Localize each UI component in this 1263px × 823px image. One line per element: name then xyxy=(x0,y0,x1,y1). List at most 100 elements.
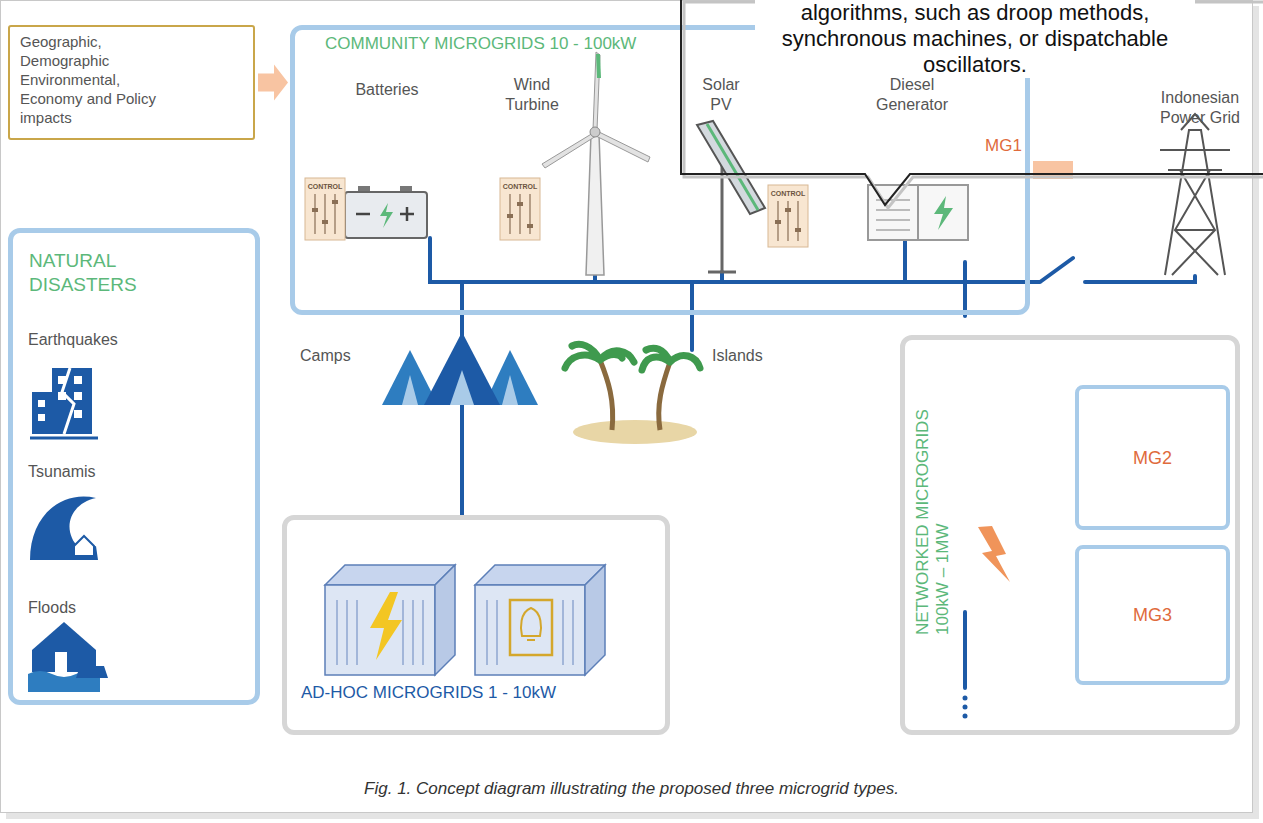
component-label: Solar PV xyxy=(690,75,752,115)
wind-turbine xyxy=(542,52,650,275)
callout-border xyxy=(681,0,1263,205)
battery-symbol-part xyxy=(345,192,427,238)
component-label: Batteries xyxy=(345,80,429,100)
container-units-part xyxy=(337,600,423,665)
container-units-part xyxy=(325,565,455,585)
disaster-label: Earthquakes xyxy=(28,330,158,350)
power-tower-part xyxy=(1172,170,1218,275)
diesel-generator-part xyxy=(868,185,968,240)
group-title: NATURAL DISASTERS xyxy=(29,249,159,297)
influence-arrow xyxy=(258,65,288,101)
container-units-part xyxy=(325,585,435,675)
microgrid-id: MG1 xyxy=(985,135,1025,156)
container-units-part xyxy=(475,585,585,675)
camp-tents xyxy=(382,332,538,405)
container-units-part xyxy=(435,565,455,675)
bus-wires xyxy=(430,238,1195,688)
wind-turbine-part xyxy=(596,131,650,162)
adhoc-microgrid-box: AD-HOC MICROGRIDS 1 - 10kW xyxy=(282,515,670,735)
power-tower-part xyxy=(1165,130,1225,275)
disaster-label: Floods xyxy=(28,598,158,618)
disaster-label: Tsunamis xyxy=(28,462,158,482)
control-symbol-part xyxy=(305,178,345,240)
microgrid-id: MG3 xyxy=(1079,604,1226,626)
impact-box: Geographic, Demographic Environmental, E… xyxy=(8,25,255,140)
bus-wires-part xyxy=(965,258,1195,282)
island-part xyxy=(642,348,700,370)
control-symbol-part xyxy=(527,224,533,228)
diesel-generator xyxy=(868,185,968,240)
earthquake-icon xyxy=(30,368,98,438)
continuation-dots xyxy=(963,696,968,719)
control-symbol-part xyxy=(768,185,808,247)
component-label: Wind Turbine xyxy=(492,75,572,115)
figure-frame-part xyxy=(1253,6,1259,816)
control-symbol xyxy=(768,185,808,247)
solar-panel xyxy=(697,121,765,272)
wind-turbine-part xyxy=(590,127,600,137)
control-symbol-part xyxy=(500,178,540,240)
control-symbol xyxy=(305,178,345,240)
flood-icon-part xyxy=(32,622,96,672)
control-symbol-part xyxy=(795,228,801,232)
camp-tents-part xyxy=(424,332,500,405)
microgrid-id: MG2 xyxy=(1079,447,1226,469)
callout-text: algorithms, such as droop methods, synch… xyxy=(755,0,1195,78)
container-units-part xyxy=(510,600,552,655)
container-units-part xyxy=(475,565,605,585)
control-symbol-part xyxy=(775,220,781,224)
continuation-dots-part xyxy=(963,705,968,710)
wind-turbine-part xyxy=(542,133,596,168)
diesel-generator-part xyxy=(876,200,910,230)
control-tag: CONTROL xyxy=(768,189,808,198)
battery-symbol-part xyxy=(380,203,393,228)
island xyxy=(565,344,700,444)
factor-text: Geographic, Demographic Environmental, E… xyxy=(20,32,160,127)
diesel-generator-part xyxy=(934,196,953,230)
solar-panel-part xyxy=(697,121,765,214)
flood-icon-part xyxy=(55,652,67,672)
control-symbol-part xyxy=(312,208,318,212)
container-units xyxy=(325,565,605,675)
component-label: Diesel Generator xyxy=(860,75,964,115)
flood-icon xyxy=(28,622,108,692)
grid-label: Indonesian Power Grid xyxy=(1148,88,1252,128)
tsunami-icon-part xyxy=(74,536,94,556)
battery-symbol xyxy=(345,186,427,238)
control-tag: CONTROL xyxy=(500,182,540,191)
site-label: Islands xyxy=(712,346,786,366)
tsunami-icon xyxy=(30,497,98,560)
camp-tents-part xyxy=(450,370,474,405)
fault-bolt xyxy=(978,526,1010,582)
fault-bolt-part xyxy=(978,526,1010,582)
tsunami-icon-part xyxy=(30,497,98,560)
earthquake-icon-part xyxy=(30,437,98,440)
power-tower xyxy=(1160,114,1230,275)
camp-tents-part xyxy=(502,375,518,405)
earthquake-icon-part xyxy=(38,376,82,421)
bus-wires-part xyxy=(690,282,694,350)
bus-wires-part xyxy=(430,238,965,282)
microgrid-box: MG3 xyxy=(1075,545,1230,685)
bus-wires-part xyxy=(963,262,967,316)
earthquake-icon-part xyxy=(32,392,56,434)
site-label: Camps xyxy=(300,346,374,366)
control-symbol-part xyxy=(785,208,791,212)
solar-panel-part xyxy=(707,124,758,210)
group-title: AD-HOC MICROGRIDS 1 - 10kW xyxy=(301,682,656,703)
continuation-dots-part xyxy=(963,696,968,701)
bus-wires-part xyxy=(963,612,967,688)
wind-turbine-part xyxy=(593,52,600,130)
callout-box: algorithms, such as droop methods, synch… xyxy=(680,0,1263,175)
container-units-part xyxy=(370,592,402,660)
bus-wires-part xyxy=(460,282,464,312)
diesel-generator-part xyxy=(917,185,919,240)
island-part xyxy=(573,420,697,444)
control-symbol-part xyxy=(332,200,338,204)
figure-frame-part xyxy=(1,1,1253,813)
microgrid-box: MG2 xyxy=(1075,385,1230,530)
earthquake-icon-part xyxy=(62,368,74,434)
